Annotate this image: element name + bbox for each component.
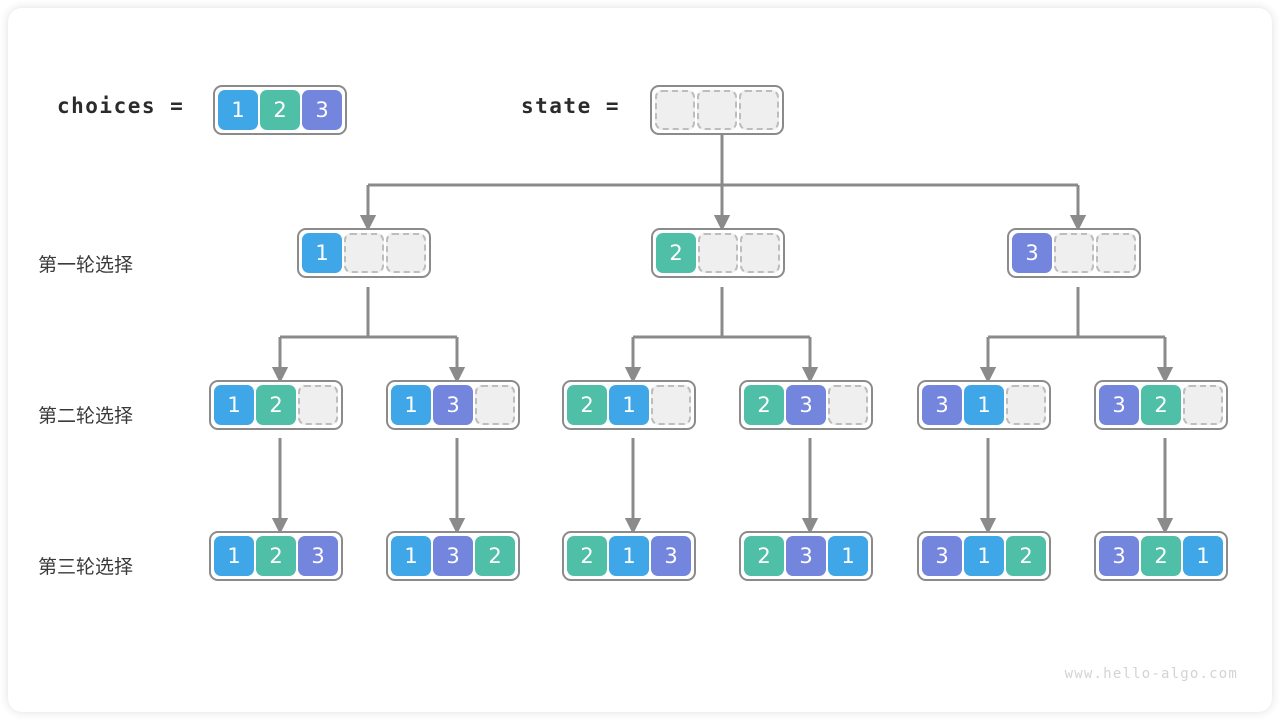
- r2n1-cell-1: 2: [256, 385, 296, 425]
- r3n3-cell-2: 3: [651, 536, 691, 576]
- watermark: www.hello-algo.com: [1064, 666, 1238, 682]
- r2n6-cell-1: 2: [1141, 385, 1181, 425]
- r3n3-cell-0: 2: [567, 536, 607, 576]
- r2n2-cell-2: [475, 385, 515, 425]
- r3n5-cell-2: 2: [1006, 536, 1046, 576]
- tree-node-r1-n2: 2: [651, 228, 785, 278]
- r3n6-cell-0: 3: [1099, 536, 1139, 576]
- r3n5-cell-0: 3: [922, 536, 962, 576]
- r1n2-cell-2: [740, 233, 780, 273]
- r3n6-cell-2: 1: [1183, 536, 1223, 576]
- state-array: [650, 85, 784, 135]
- r2n5-cell-1: 1: [964, 385, 1004, 425]
- r1n1-cell-2: [386, 233, 426, 273]
- r3n1-cell-0: 1: [214, 536, 254, 576]
- r2n3-cell-2: [651, 385, 691, 425]
- r3n4-cell-1: 3: [786, 536, 826, 576]
- r2n3-cell-1: 1: [609, 385, 649, 425]
- r2n4-cell-2: [828, 385, 868, 425]
- r3n1-cell-2: 3: [298, 536, 338, 576]
- r2n5-cell-0: 3: [922, 385, 962, 425]
- choices-cell-0: 1: [218, 90, 258, 130]
- r2n1-cell-0: 1: [214, 385, 254, 425]
- diagram-card: [8, 8, 1272, 712]
- r2n3-cell-0: 2: [567, 385, 607, 425]
- r1n2-cell-0: 2: [656, 233, 696, 273]
- r3n4-cell-2: 1: [828, 536, 868, 576]
- r1n2-cell-1: [698, 233, 738, 273]
- r1n3-cell-2: [1096, 233, 1136, 273]
- tree-node-r1-n3: 3: [1007, 228, 1141, 278]
- choices-label: choices =: [57, 94, 185, 118]
- tree-node-r1-n1: 1: [297, 228, 431, 278]
- r2n2-cell-1: 3: [433, 385, 473, 425]
- state-label: state =: [521, 94, 621, 118]
- r1n1-cell-1: [344, 233, 384, 273]
- r2n1-cell-2: [298, 385, 338, 425]
- state-cell-0: [655, 90, 695, 130]
- r3n2-cell-2: 2: [475, 536, 515, 576]
- r3n4-cell-0: 2: [744, 536, 784, 576]
- r2n4-cell-1: 3: [786, 385, 826, 425]
- r1n3-cell-1: [1054, 233, 1094, 273]
- r1n1-cell-0: 1: [302, 233, 342, 273]
- r2n5-cell-2: [1006, 385, 1046, 425]
- row-label-round-3: 第三轮选择: [38, 556, 134, 578]
- r3n6-cell-1: 2: [1141, 536, 1181, 576]
- r3n2-cell-1: 3: [433, 536, 473, 576]
- r3n5-cell-1: 1: [964, 536, 1004, 576]
- row-label-round-1: 第一轮选择: [38, 254, 134, 276]
- r2n6-cell-0: 3: [1099, 385, 1139, 425]
- choices-cell-2: 3: [302, 90, 342, 130]
- r2n4-cell-0: 2: [744, 385, 784, 425]
- r2n2-cell-0: 1: [391, 385, 431, 425]
- r3n3-cell-1: 1: [609, 536, 649, 576]
- state-cell-2: [739, 90, 779, 130]
- row-label-round-2: 第二轮选择: [38, 405, 134, 427]
- state-cell-1: [697, 90, 737, 130]
- r3n2-cell-0: 1: [391, 536, 431, 576]
- r3n1-cell-1: 2: [256, 536, 296, 576]
- r2n6-cell-2: [1183, 385, 1223, 425]
- r1n3-cell-0: 3: [1012, 233, 1052, 273]
- choices-cell-1: 2: [260, 90, 300, 130]
